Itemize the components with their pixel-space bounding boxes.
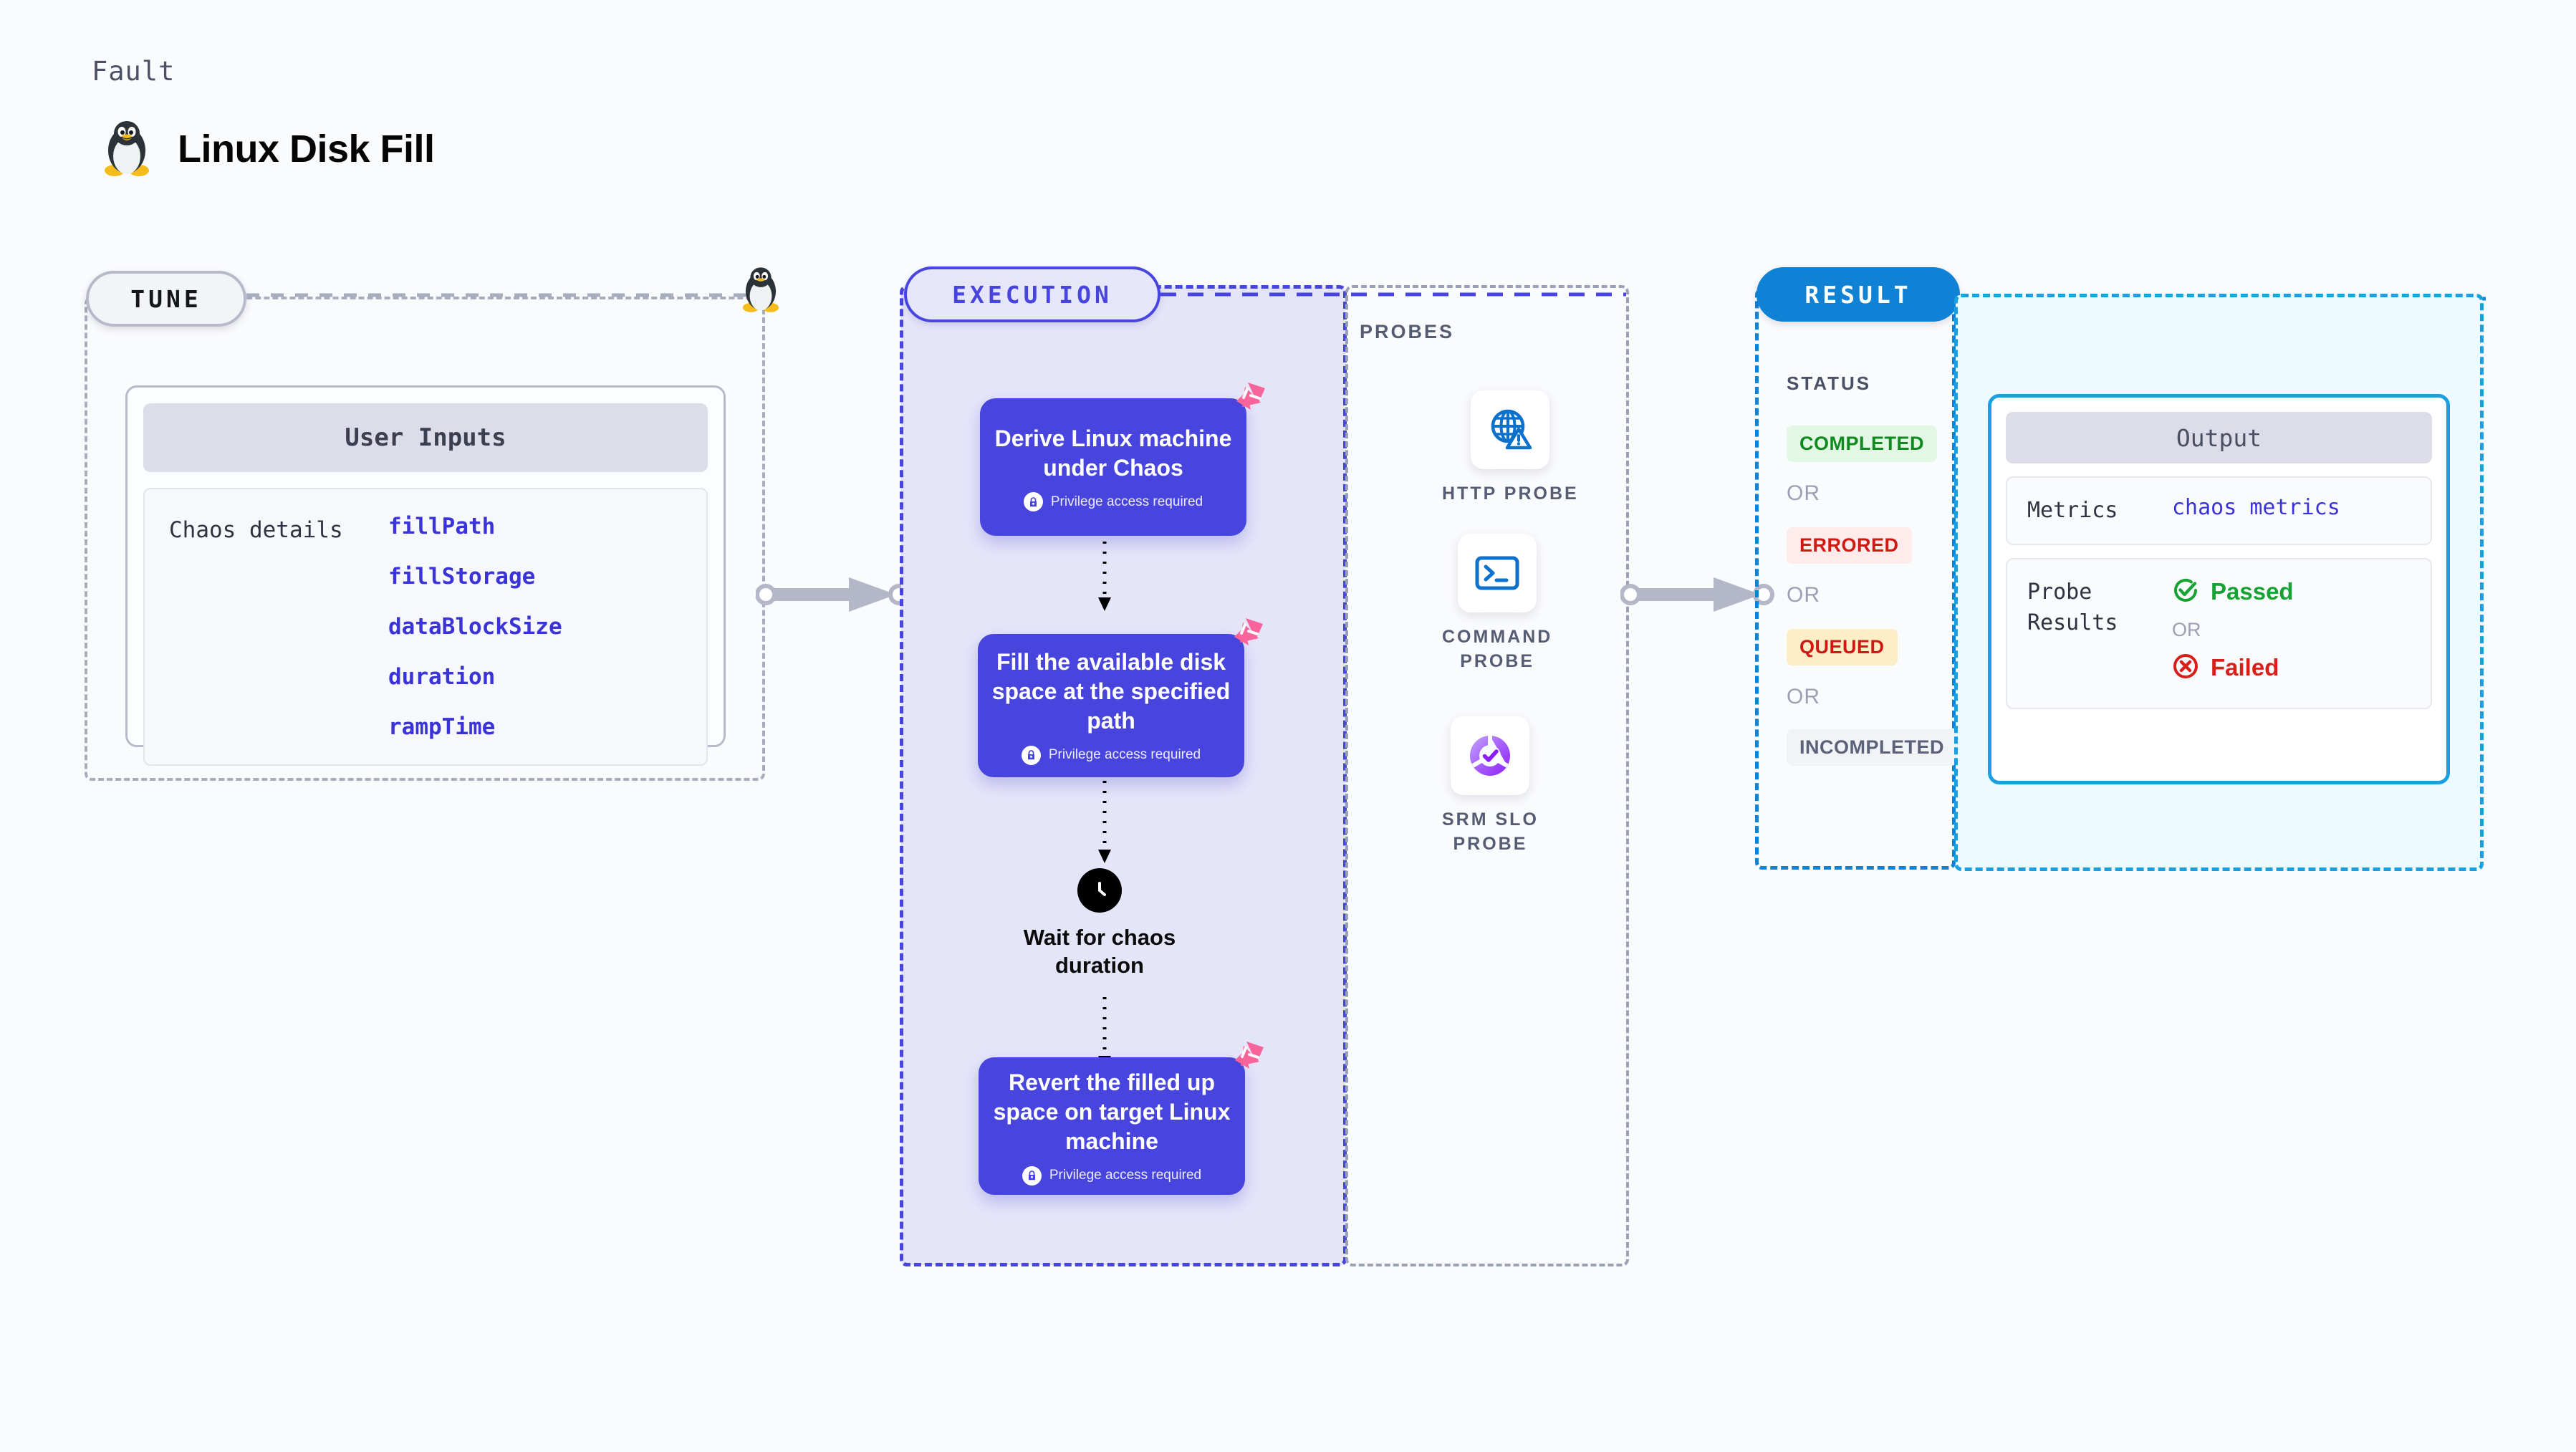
status-label: STATUS	[1787, 372, 1872, 394]
param-fill-storage[interactable]: fillStorage	[388, 564, 536, 590]
status-badge-errored-label: ERRORED	[1799, 534, 1899, 556]
probe-result-passed: Passed	[2172, 577, 2294, 607]
probe-http[interactable]: HTTP PROBE	[1442, 390, 1579, 506]
fault-eyebrow-label: Fault	[92, 56, 176, 87]
litmus-mark-icon	[1226, 381, 1267, 423]
execution-pill-to-probes-dashed-line	[1160, 292, 1626, 297]
output-probe-results-key: Probe Results	[2027, 579, 2118, 636]
probe-command-label: COMMAND PROBE	[1442, 627, 1553, 671]
execution-step-1[interactable]: Derive Linux machine under Chaos Privile…	[980, 383, 1265, 536]
output-card: Output Metrics chaos metrics Probe Resul…	[1988, 394, 2450, 784]
status-badge-queued-label: QUEUED	[1799, 636, 1885, 658]
tune-to-execution-arrow	[756, 577, 910, 612]
linux-tux-icon	[100, 120, 153, 178]
tune-section-box	[85, 297, 765, 781]
probe-result-failed: Failed	[2172, 653, 2294, 683]
probes-section-box	[1345, 285, 1629, 1266]
execution-step-2[interactable]: Fill the available disk space at the spe…	[978, 618, 1263, 777]
tune-pill-to-tux-dashed-line	[246, 293, 748, 297]
status-badge-completed: COMPLETED	[1787, 425, 1938, 462]
clock-icon	[1077, 868, 1122, 913]
execution-connector-1	[1098, 542, 1111, 611]
probe-srm-slo[interactable]: SRM SLO PROBE	[1442, 716, 1539, 857]
probes-section-label: PROBES	[1360, 321, 1455, 342]
lock-icon	[1023, 492, 1043, 512]
wait-for-chaos-duration-node: Wait for chaos duration	[996, 868, 1203, 980]
litmus-mark-icon	[1224, 617, 1264, 659]
execution-step-1-privilege-label: Privilege access required	[1050, 494, 1203, 509]
execution-step-3-privilege-label: Privilege access required	[1049, 1168, 1202, 1183]
status-badge-incompleted-label: INCOMPLETED	[1799, 736, 1945, 758]
terminal-icon	[1458, 534, 1537, 612]
tune-pill-label: TUNE	[130, 284, 202, 313]
execution-step-3-title: Revert the filled up space on target Lin…	[993, 1069, 1231, 1154]
status-badge-incompleted: INCOMPLETED	[1787, 729, 1958, 766]
probe-srm-slo-label: SRM SLO PROBE	[1442, 809, 1539, 854]
user-inputs-heading: User Inputs	[143, 403, 708, 472]
lock-icon	[1021, 745, 1041, 765]
param-data-block-size[interactable]: dataBlockSize	[388, 614, 562, 640]
output-metrics-value[interactable]: chaos metrics	[2172, 495, 2340, 520]
output-section-box	[1954, 294, 2484, 871]
fault-title-row: Linux Disk Fill	[100, 120, 435, 178]
output-probe-results-row: Probe Results Passed OR	[2006, 557, 2432, 709]
probe-http-label: HTTP PROBE	[1442, 484, 1579, 504]
execution-step-1-title: Derive Linux machine under Chaos	[994, 425, 1232, 481]
output-metrics-key: Metrics	[2027, 498, 2118, 523]
status-or-2: OR	[1787, 583, 1820, 607]
slo-donut-check-icon	[1451, 716, 1530, 795]
execution-pill-label: EXECUTION	[952, 280, 1112, 309]
status-badge-errored: ERRORED	[1787, 527, 1912, 564]
chaos-details-row: Chaos details fillPath fillStorage dataB…	[143, 488, 708, 766]
status-or-3: OR	[1787, 685, 1820, 708]
probe-result-passed-label: Passed	[2211, 578, 2294, 605]
execution-step-2-privilege-label: Privilege access required	[1048, 747, 1201, 763]
result-pill-label: RESULT	[1804, 280, 1912, 309]
execution-step-2-privilege: Privilege access required	[1021, 745, 1201, 765]
wait-for-chaos-duration-label: Wait for chaos duration	[1023, 925, 1176, 978]
output-heading: Output	[2006, 412, 2432, 463]
param-ramp-time[interactable]: rampTime	[388, 714, 496, 740]
probe-result-failed-label: Failed	[2211, 654, 2279, 681]
result-pill: RESULT	[1756, 267, 1960, 322]
tune-linux-tux-icon	[739, 266, 782, 317]
litmus-mark-icon	[1225, 1040, 1265, 1082]
probes-to-result-arrow	[1620, 577, 1774, 612]
check-circle-icon	[2172, 577, 2199, 607]
param-fill-path[interactable]: fillPath	[388, 514, 496, 539]
chaos-details-params: fillPath fillStorage dataBlockSize durat…	[388, 514, 562, 740]
user-inputs-card: User Inputs Chaos details fillPath fillS…	[125, 385, 726, 766]
status-badge-completed-label: COMPLETED	[1799, 433, 1925, 454]
globe-warning-icon	[1471, 390, 1550, 469]
execution-step-3[interactable]: Revert the filled up space on target Lin…	[979, 1042, 1264, 1195]
status-badge-queued: QUEUED	[1787, 629, 1898, 665]
probe-command[interactable]: COMMAND PROBE	[1442, 534, 1552, 674]
lock-icon	[1022, 1165, 1042, 1186]
execution-pill: EXECUTION	[904, 266, 1160, 322]
param-duration[interactable]: duration	[388, 664, 496, 690]
x-circle-icon	[2172, 653, 2199, 683]
tune-pill: TUNE	[86, 271, 246, 327]
execution-step-3-privilege: Privilege access required	[1022, 1165, 1202, 1186]
output-probe-results-values: Passed OR Failed	[2172, 577, 2294, 683]
status-or-1: OR	[1787, 481, 1820, 505]
execution-connector-2	[1098, 781, 1111, 863]
page-title: Linux Disk Fill	[178, 128, 435, 170]
execution-step-1-privilege: Privilege access required	[1023, 492, 1203, 512]
execution-step-2-title: Fill the available disk space at the spe…	[991, 649, 1231, 734]
chaos-details-label: Chaos details	[169, 517, 343, 543]
probe-result-or: OR	[2172, 618, 2201, 640]
output-metrics-row: Metrics chaos metrics	[2006, 476, 2432, 545]
